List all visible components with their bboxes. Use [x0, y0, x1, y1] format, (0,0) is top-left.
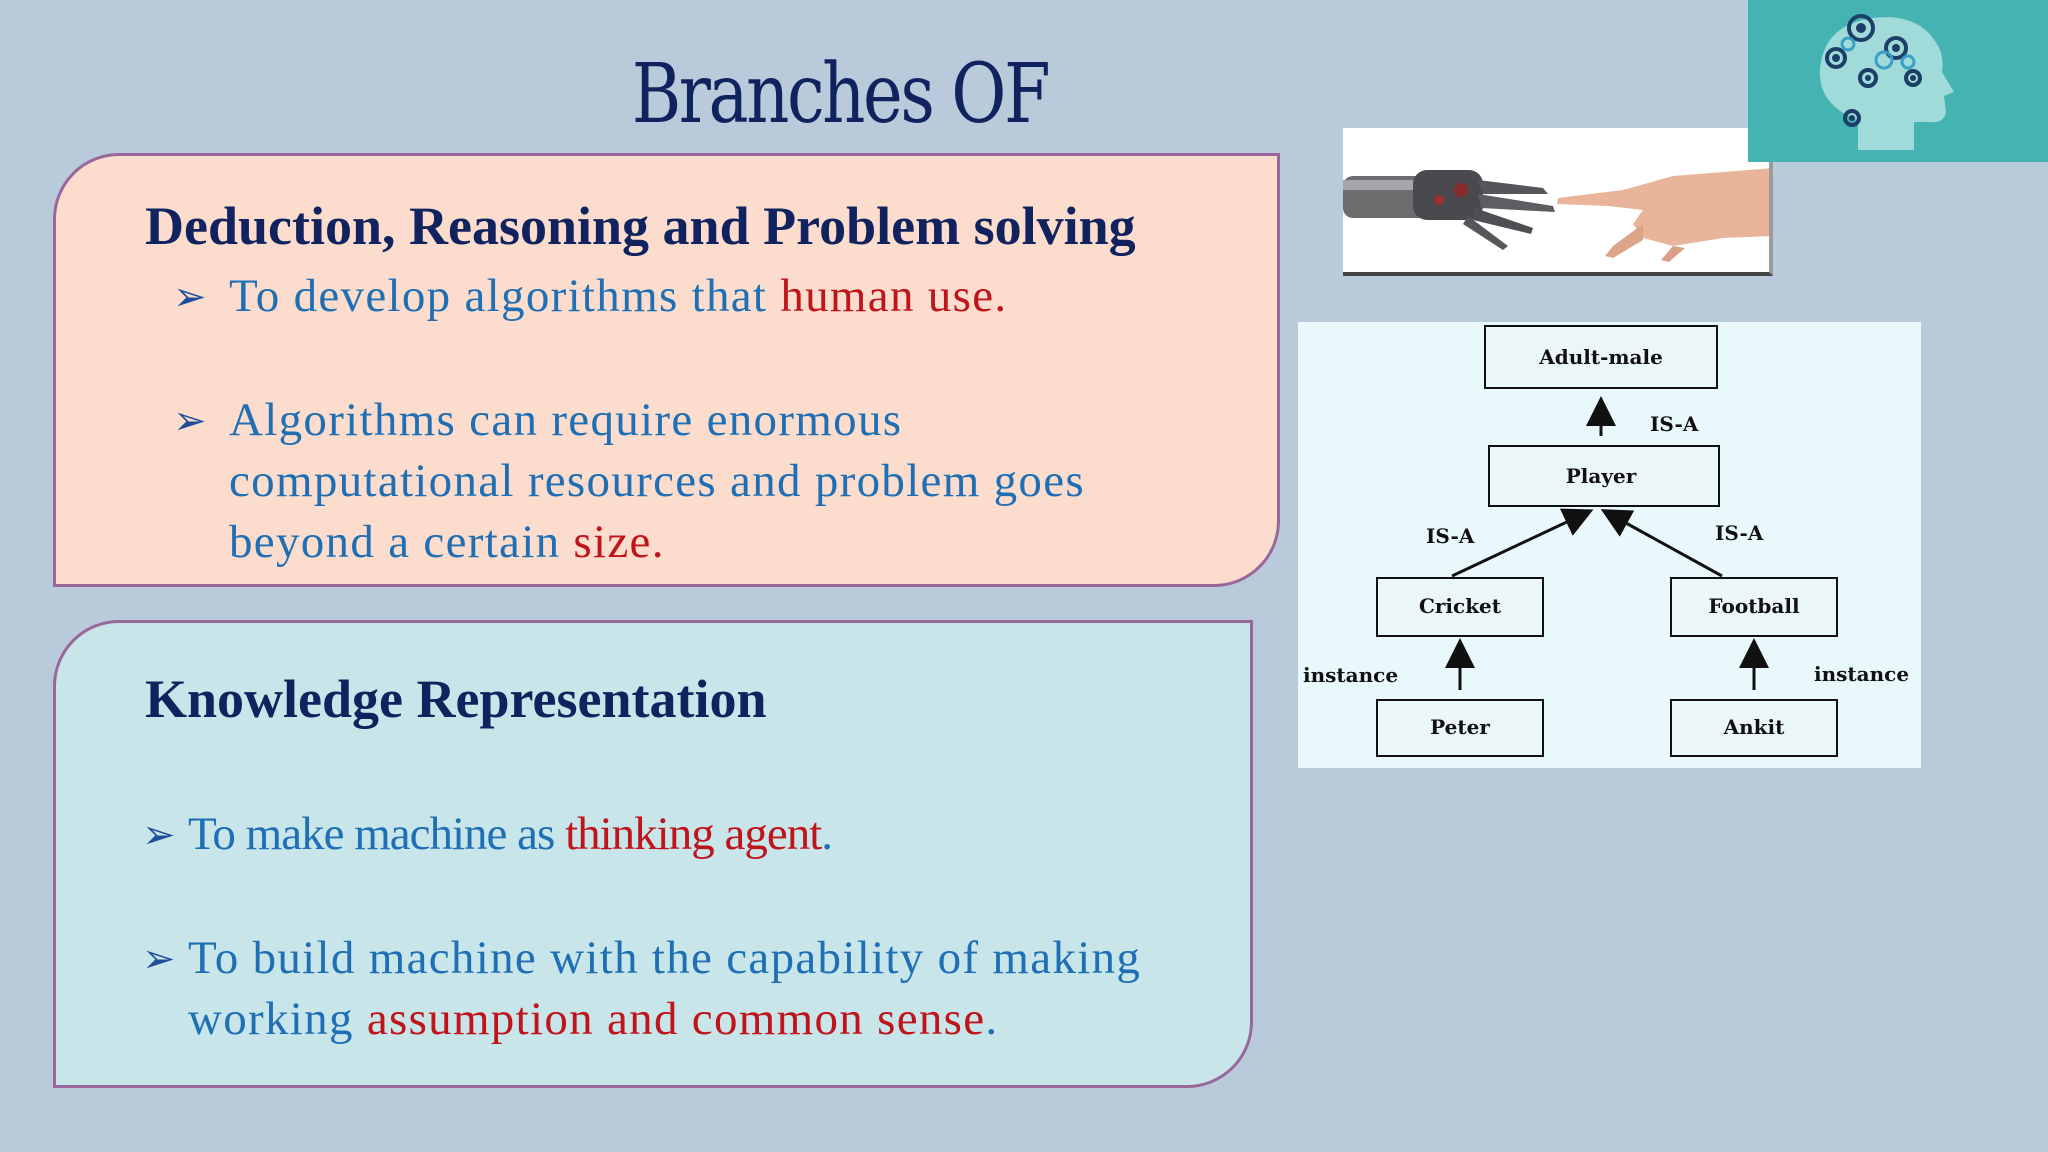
arrow-bullet-icon: ➢: [142, 812, 176, 857]
arrow-bullet-icon: ➢: [142, 936, 177, 981]
svg-text:Peter: Peter: [1430, 715, 1490, 739]
node-ankit: Ankit: [1670, 699, 1838, 757]
label-is-a: IS-A: [1650, 412, 1699, 436]
svg-text:Adult-male: Adult-male: [1538, 345, 1663, 369]
node-football: Football: [1670, 577, 1838, 637]
knowledge-bullet-2: ➢ To build machine with the capability o…: [142, 928, 1238, 1050]
label-instance: instance: [1814, 662, 1909, 686]
knowledge-panel: [53, 620, 1253, 1088]
node-adult-male: Adult-male: [1484, 325, 1718, 389]
svg-text:Ankit: Ankit: [1723, 715, 1786, 739]
svg-text:Football: Football: [1708, 594, 1800, 618]
svg-text:Player: Player: [1566, 464, 1637, 488]
deduction-heading: Deduction, Reasoning and Problem solving: [145, 196, 1136, 256]
label-instance: instance: [1303, 663, 1398, 687]
svg-text:Cricket: Cricket: [1419, 594, 1502, 618]
label-is-a: IS-A: [1426, 524, 1475, 548]
robot-human-hands-image: [1343, 128, 1773, 276]
node-peter: Peter: [1376, 699, 1544, 757]
knowledge-heading: Knowledge Representation: [145, 669, 767, 729]
knowledge-bullet-1: ➢ To make machine as thinking agent.: [142, 804, 1228, 865]
is-a-hierarchy-diagram: Adult-male Player Cricket Football Peter…: [1298, 322, 1921, 768]
arrow-bullet-icon: ➢: [173, 274, 208, 319]
label-is-a: IS-A: [1715, 521, 1764, 545]
arrow-bullet-icon: ➢: [173, 398, 208, 443]
node-cricket: Cricket: [1376, 577, 1544, 637]
edge-football-player: [1600, 509, 1723, 578]
edge-cricket-player: [1451, 508, 1594, 578]
slide-title: Branches OF AI: [631, 47, 1051, 252]
node-player: Player: [1488, 445, 1720, 507]
deduction-panel: [53, 153, 1280, 587]
brain-gears-icon: [1748, 0, 2048, 162]
deduction-bullet-2: ➢ Algorithms can require enormous comput…: [173, 390, 1259, 573]
deduction-bullet-1: ➢ To develop algorithms that human use.: [173, 266, 1249, 327]
